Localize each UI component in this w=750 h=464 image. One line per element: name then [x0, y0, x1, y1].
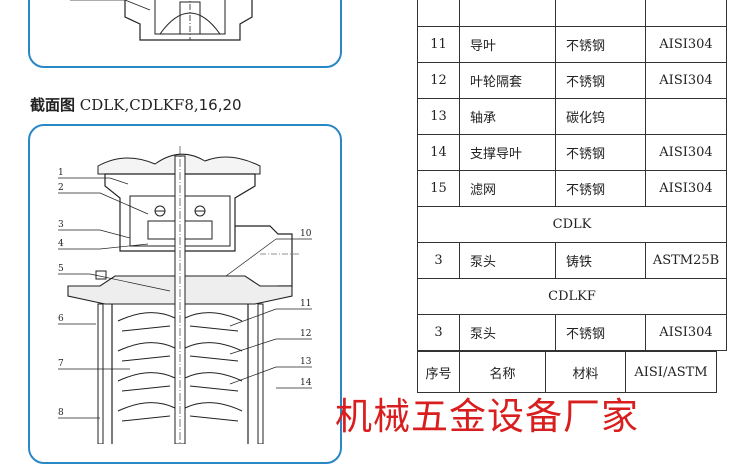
- part-material: 不锈钢: [555, 314, 646, 351]
- top-cross-section-drawing: 9: [70, 0, 253, 41]
- part-material: 不锈钢: [555, 26, 646, 63]
- callout-8: 8: [58, 408, 64, 418]
- callout-7: 7: [58, 359, 64, 369]
- table-row: 15 滤网 不锈钢 AISI304: [417, 170, 727, 207]
- callout-1: 1: [58, 168, 64, 178]
- group-row-cdlk: CDLK: [417, 206, 727, 243]
- row-number: 11: [417, 26, 460, 63]
- part-name: 滤网: [459, 170, 556, 207]
- main-diagram-panel: 1 2 3 4 5 6 7 8 10 11 12 13 14: [28, 124, 342, 464]
- table-row: [417, 0, 727, 27]
- part-name: 叶轮隔套: [459, 62, 556, 99]
- part-material: 不锈钢: [555, 134, 646, 171]
- table-row: 14 支撑导叶 不锈钢 AISI304: [417, 134, 727, 171]
- callout-11: 11: [300, 299, 311, 309]
- part-name: 导叶: [459, 26, 556, 63]
- section-title-label: 截面图: [30, 96, 76, 114]
- part-aisi: AISI304: [645, 134, 727, 171]
- part-material: 铸铁: [555, 242, 646, 279]
- part-aisi: ASTM25B: [645, 242, 727, 279]
- callout-12: 12: [300, 329, 311, 339]
- part-material: 不锈钢: [555, 62, 646, 99]
- parts-table: 11 导叶 不锈钢 AISI304 12 叶轮隔套 不锈钢 AISI304 13…: [417, 0, 727, 351]
- row-number: 13: [417, 98, 460, 135]
- header-material: 材料: [545, 351, 626, 393]
- callout-6: 6: [58, 314, 64, 324]
- callout-10: 10: [300, 229, 312, 239]
- group-row-cdlkf: CDLKF: [417, 278, 727, 315]
- part-material: 碳化钨: [555, 98, 646, 135]
- part-name: 泵头: [459, 242, 556, 279]
- part-name: 轴承: [459, 98, 556, 135]
- header-no: 序号: [417, 351, 460, 393]
- part-aisi: [645, 98, 727, 135]
- row-number: 14: [417, 134, 460, 171]
- top-diagram-panel: 9: [28, 0, 342, 68]
- table-row: 12 叶轮隔套 不锈钢 AISI304: [417, 62, 727, 99]
- section-title-models: CDLK,CDLKF8,: [79, 96, 199, 114]
- part-name: 支撑导叶: [459, 134, 556, 171]
- callout-2: 2: [58, 183, 64, 193]
- section-title-sizes: 16,20: [198, 96, 242, 114]
- callout-5: 5: [58, 264, 64, 274]
- table-row: 3 泵头 不锈钢 AISI304: [417, 314, 727, 351]
- table-row: 11 导叶 不锈钢 AISI304: [417, 26, 727, 63]
- row-number: 15: [417, 170, 460, 207]
- part-aisi: AISI304: [645, 170, 727, 207]
- callout-3: 3: [58, 220, 64, 230]
- table-row: 13 轴承 碳化钨: [417, 98, 727, 135]
- part-aisi: AISI304: [645, 26, 727, 63]
- header-row: 序号 名称 材料 AISI/ASTM: [417, 351, 717, 393]
- callout-4: 4: [58, 239, 64, 249]
- row-number: 3: [417, 242, 460, 279]
- part-material: 不锈钢: [555, 170, 646, 207]
- part-aisi: AISI304: [645, 62, 727, 99]
- table-row: 3 泵头 铸铁 ASTM25B: [417, 242, 727, 279]
- group-label-cdlkf: CDLKF: [417, 278, 727, 315]
- row-number: 12: [417, 62, 460, 99]
- callout-13: 13: [300, 357, 312, 367]
- row-number: 3: [417, 314, 460, 351]
- header-name: 名称: [459, 351, 546, 393]
- table-header: 序号 名称 材料 AISI/ASTM: [417, 351, 717, 393]
- pump-cross-section-drawing: 1 2 3 4 5 6 7 8 10 11 12 13 14: [58, 146, 312, 445]
- header-aisi: AISI/ASTM: [625, 351, 717, 393]
- watermark-text: 机械五金设备厂家: [335, 395, 639, 438]
- part-name: 泵头: [459, 314, 556, 351]
- part-aisi: AISI304: [645, 314, 727, 351]
- callout-14: 14: [300, 378, 312, 388]
- group-label-cdlk: CDLK: [417, 206, 727, 243]
- section-title: 截面图 CDLK,CDLKF8,16,20: [30, 94, 242, 115]
